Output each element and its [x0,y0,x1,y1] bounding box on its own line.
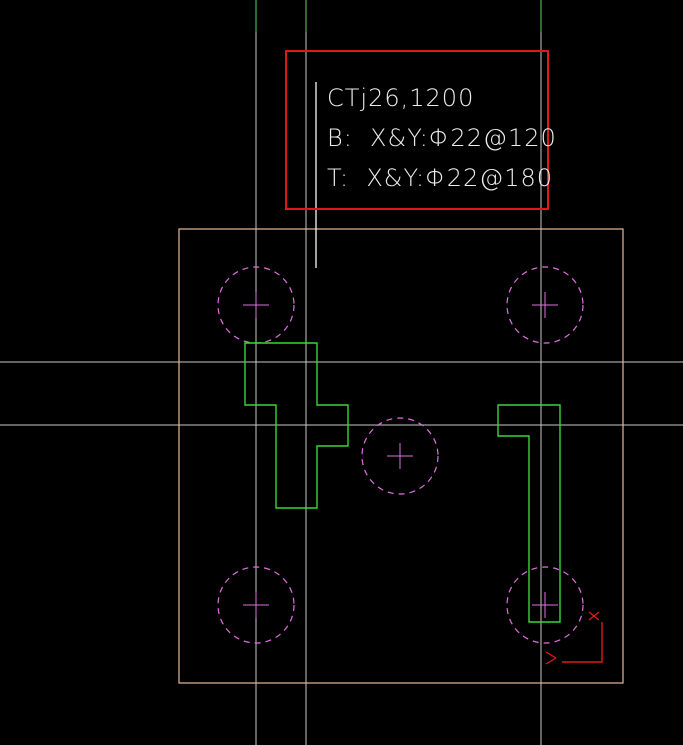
annotation-line-cap-id: CTj26,1200 [327,84,474,112]
piles [217,266,584,644]
pile[interactable] [506,566,584,644]
annotation-line-bottom-reinf: B: X&Y:Φ22@120 [327,124,557,152]
pile[interactable] [506,266,584,344]
wall-outline-left[interactable] [244,342,349,509]
wall-outline-right[interactable] [497,404,561,623]
annotation-highlight-box[interactable] [285,50,549,210]
corner-grip-line [562,622,603,663]
corner-grip-icon[interactable] [545,611,603,665]
pile-circle [506,566,584,644]
pile[interactable] [361,417,439,495]
annotation-label[interactable]: CTj26,1200 B: X&Y:Φ22@120 T: X&Y:Φ22@180 [327,84,557,192]
pile-circle [361,417,439,495]
annotation-line-top-reinf: T: X&Y:Φ22@180 [327,164,553,192]
pile-cap-outline[interactable] [178,228,624,684]
pile[interactable] [217,566,295,644]
pile-circle [217,566,295,644]
corner-grip-x-icon [588,611,600,621]
corner-grip-arrow-icon [545,651,557,665]
pile-circle [506,266,584,344]
